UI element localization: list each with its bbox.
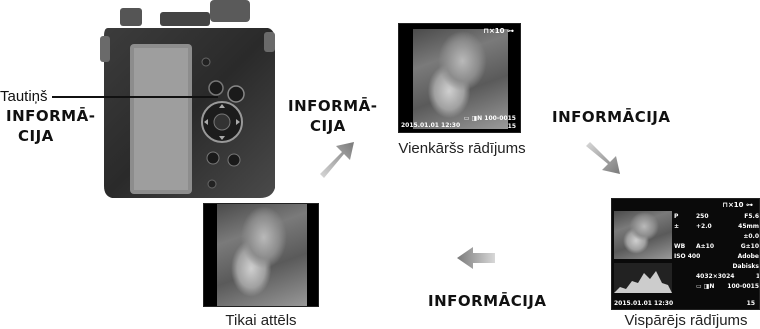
overall-info-cell — [696, 263, 727, 273]
overall-info-row: ± +2.0 45mm — [674, 223, 759, 233]
arrow-left — [457, 245, 495, 276]
overall-info-row: 4032×3024 1/8 — [674, 273, 759, 283]
overall-info-cell: ± — [674, 223, 680, 230]
overall-info-row: P 250 F5.6 — [674, 213, 759, 223]
overall-info-cell — [700, 253, 727, 263]
overall-info-cell: A±10 — [696, 243, 715, 250]
overall-photo — [614, 211, 672, 259]
overall-info-cell: 250 — [696, 213, 709, 220]
overall-osd-num: 15 — [746, 300, 755, 307]
step-label-3: INFORMĀCIJA — [428, 292, 547, 310]
simple-osd-num: 15 — [507, 123, 516, 130]
overall-info-cell: WB — [674, 243, 686, 250]
overall-info-cell: 1/8 — [755, 273, 760, 280]
overall-info-cell: ISO 400 — [674, 253, 701, 260]
step-label-1-line2: CIJA — [310, 117, 346, 135]
overall-info-cell — [674, 273, 696, 283]
overall-info-cell — [674, 233, 696, 243]
label-info-line2: CIJA — [18, 127, 54, 145]
overall-histogram — [614, 263, 672, 293]
label-tautins: Tautiņš — [0, 88, 48, 105]
overall-info-cell: 4032×3024 — [696, 273, 735, 280]
overall-info-cell: ▭ ◨N — [696, 283, 715, 290]
overall-info-cell: 100-0015 — [727, 283, 759, 290]
simple-osd-file: ▭ ◨N 100-0015 — [463, 115, 516, 122]
info-button-label: Tautiņš INFORMĀ- CIJA — [0, 88, 96, 145]
arrow-up-right — [316, 136, 358, 185]
image-only-screen — [203, 203, 319, 307]
overall-info-row: ISO 400 Adobe — [674, 253, 759, 263]
overall-info-row: WB A±10 G±10 — [674, 243, 759, 253]
overall-caption: Vispārējs rādījums — [624, 312, 748, 329]
overall-info-row: ±0.0 — [674, 233, 759, 243]
overall-info-row: ▭ ◨N 100-0015 — [674, 283, 759, 293]
arrow-down-right — [586, 136, 626, 183]
simple-osd-top: ⊓×10 ⊶ — [483, 27, 514, 35]
step-label-1-line1: INFORMĀ- — [288, 97, 378, 115]
image-only-caption: Tikai attēls — [225, 312, 297, 329]
overall-osd-date: 2015.01.01 12:30 — [614, 300, 674, 307]
camera-illustration — [100, 0, 275, 200]
overall-info-cell — [674, 283, 696, 293]
overall-info-cell: Dabisks — [732, 263, 759, 270]
overall-info-cell: Adobe — [737, 253, 759, 260]
step-label-1: INFORMĀ- CIJA — [288, 96, 398, 136]
simple-osd-date: 2015.01.01 12:30 — [401, 122, 461, 129]
simple-caption: Vienkāršs rādījums — [398, 140, 526, 157]
pointer-line — [52, 96, 218, 98]
label-info-line1: INFORMĀ- — [6, 107, 96, 125]
overall-info-cell: F5.6 — [744, 213, 759, 220]
overall-info-cell: +2.0 — [696, 223, 712, 230]
overall-info-cell — [696, 233, 727, 243]
simple-photo — [413, 29, 508, 129]
overall-info-cell: P — [674, 213, 679, 220]
overall-osd-top: ⊓×10 ⊶ — [722, 201, 753, 209]
simple-display-screen: ⊓×10 ⊶ 2015.01.01 12:30 ▭ ◨N 100-0015 15 — [398, 23, 521, 133]
overall-info-cell: ±0.0 — [743, 233, 759, 240]
overall-info-row: Dabisks — [674, 263, 759, 273]
overall-info-cell — [674, 263, 696, 273]
step-label-2: INFORMĀCIJA — [552, 108, 671, 126]
image-only-photo — [217, 204, 307, 306]
overall-info-cell: 45mm — [738, 223, 759, 230]
overall-info-cell: G±10 — [740, 243, 759, 250]
